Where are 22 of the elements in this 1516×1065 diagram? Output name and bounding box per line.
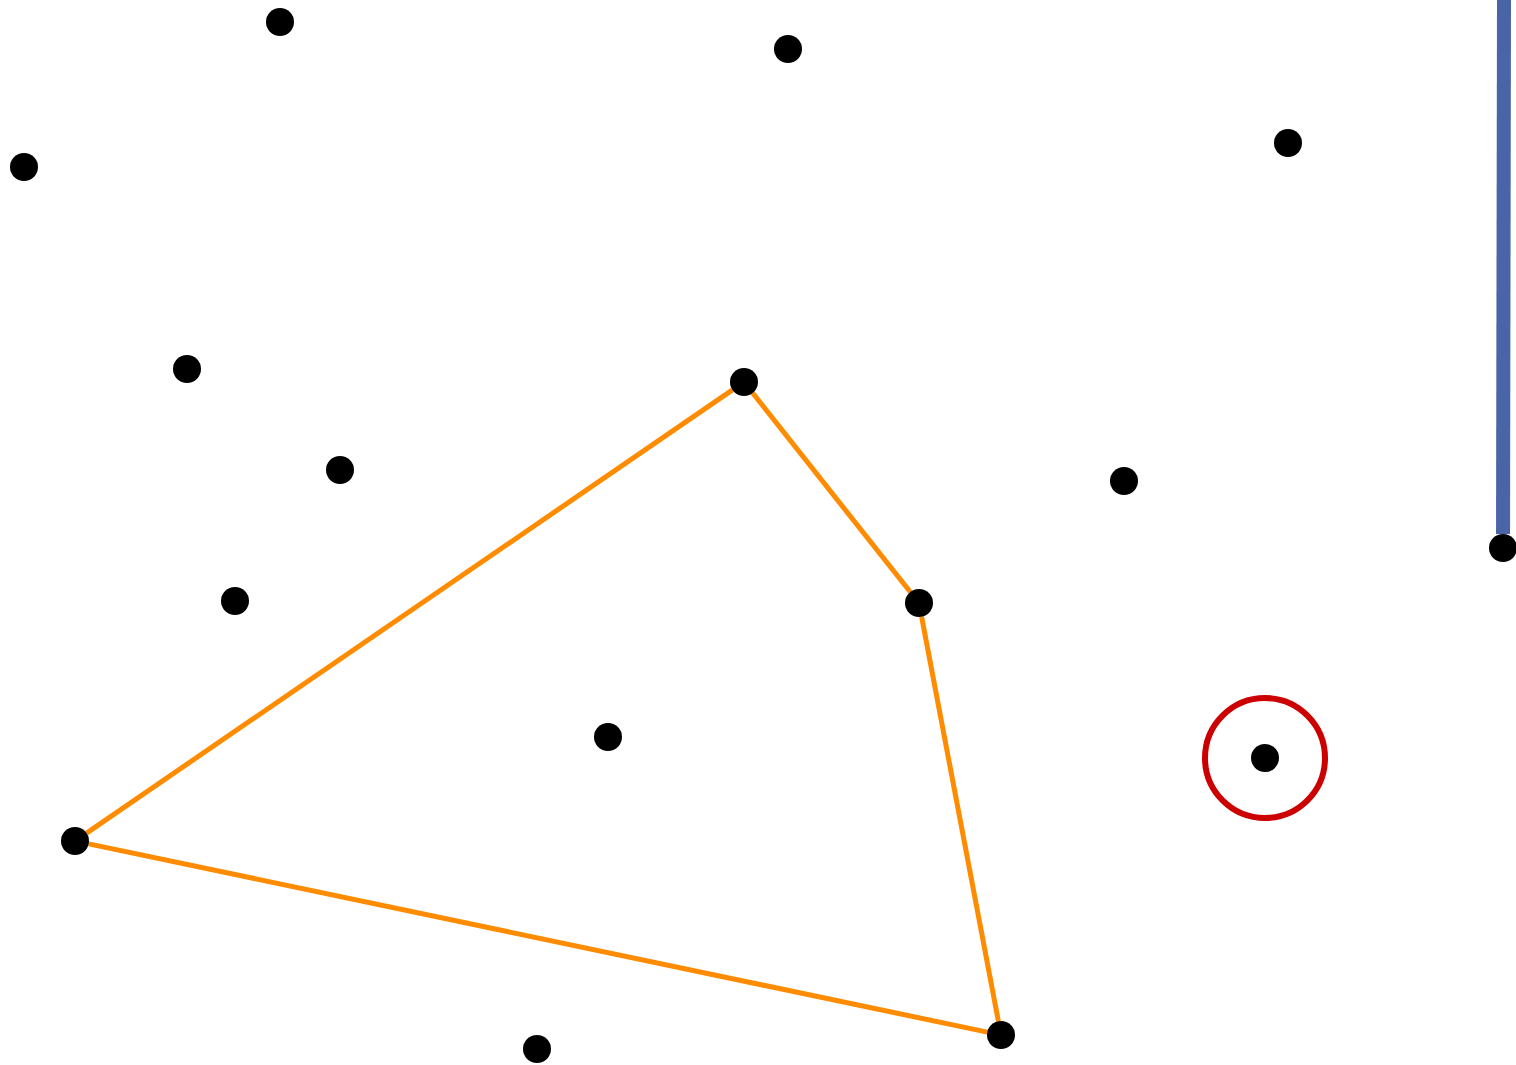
connector-line [750, 391, 913, 594]
point-marker [326, 456, 354, 484]
connector-line [85, 387, 734, 836]
point-marker [594, 723, 622, 751]
point-marker [1251, 744, 1279, 772]
highlight-ring [1202, 695, 1328, 821]
connector-line [88, 841, 988, 1035]
point-marker [266, 8, 294, 36]
point-marker [523, 1035, 551, 1063]
point-marker [61, 827, 89, 855]
connector-line [919, 616, 1001, 1022]
point-marker [1110, 467, 1138, 495]
connector-line [1496, 0, 1511, 534]
point-marker [221, 587, 249, 615]
point-marker [774, 35, 802, 63]
point-marker [173, 355, 201, 383]
point-marker [1489, 534, 1516, 562]
point-marker [10, 153, 38, 181]
point-marker [730, 368, 758, 396]
point-marker [905, 589, 933, 617]
point-marker [1274, 129, 1302, 157]
point-marker [987, 1021, 1015, 1049]
